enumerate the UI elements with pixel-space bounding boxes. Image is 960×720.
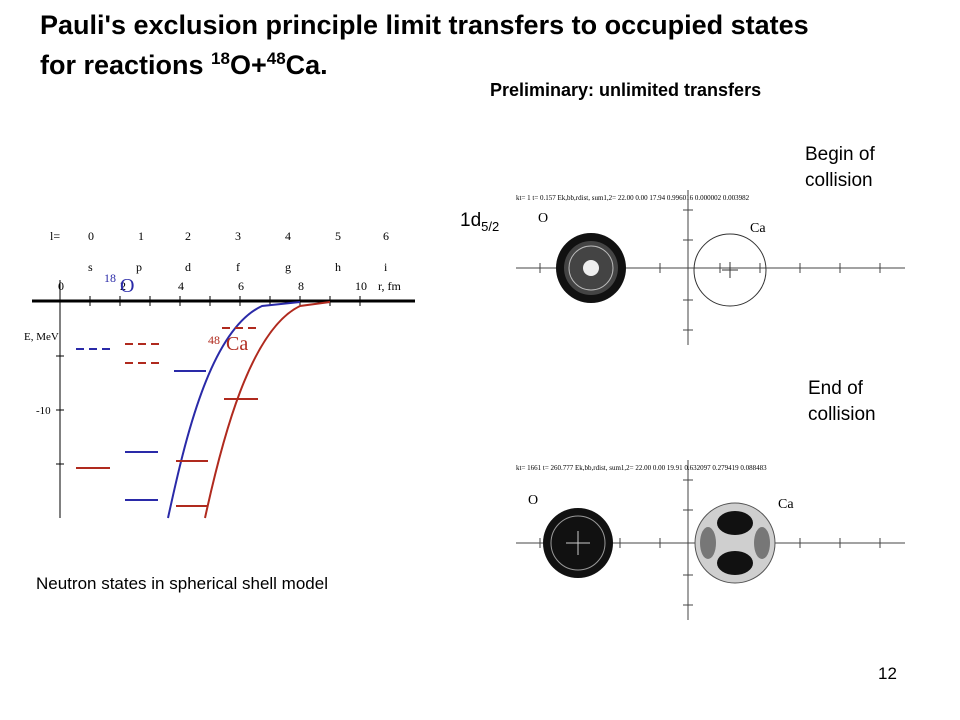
page-title: Pauli's exclusion principle limit transf… xyxy=(40,8,940,82)
e-axis-label: E, MeV xyxy=(24,331,59,343)
title-ca-mass: 48 xyxy=(266,49,286,68)
end-calcium-density xyxy=(695,503,775,583)
end-calcium-lobe-bottom xyxy=(717,551,753,575)
begin-oxygen-core xyxy=(583,260,599,276)
r-tick: 4 xyxy=(178,279,184,293)
l-letter: s xyxy=(88,260,93,274)
begin-label-o: O xyxy=(538,211,548,226)
l-value: 4 xyxy=(285,229,291,243)
title-prefix: for reactions xyxy=(40,50,212,80)
end-calcium-lobe-right xyxy=(754,527,770,559)
end-calcium-outline xyxy=(694,502,776,584)
begin-note-line1: Begin of xyxy=(805,144,875,165)
l-values: 0 1 2 3 4 5 6 xyxy=(88,229,389,243)
ca-mass-label: 48 xyxy=(208,333,220,347)
begin-collision-panel: kt= 1 t= 0.157 Ek,bb,rdist, sum1,2= 22.0… xyxy=(516,190,905,345)
e-axis-tickmarks xyxy=(56,355,64,465)
title-line-1: Pauli's exclusion principle limit transf… xyxy=(40,10,809,40)
r-tick: 0 xyxy=(58,279,64,293)
l-letter: g xyxy=(285,260,291,274)
begin-note-line2: collision xyxy=(805,170,873,191)
end-calcium-lobe-left xyxy=(700,527,716,559)
begin-oxygen-ring xyxy=(568,245,614,291)
title-line-2: for reactions 18O+48Ca. xyxy=(40,42,940,82)
end-label-o: O xyxy=(528,493,538,508)
l-value: 5 xyxy=(335,229,341,243)
oxygen-potential-curve xyxy=(167,301,301,519)
ca-symbol-label: Ca xyxy=(226,333,248,355)
o-symbol-label: O xyxy=(120,275,134,297)
l-letters: s p d f g h i xyxy=(88,260,388,274)
state-label: 1d5/2 xyxy=(460,210,499,234)
diagram-caption: Neutron states in spherical shell model xyxy=(36,574,328,593)
state-label-main: 1d xyxy=(460,210,482,231)
l-letter: f xyxy=(236,260,240,274)
end-calcium-lobe-top xyxy=(717,511,753,535)
l-value: 1 xyxy=(138,229,144,243)
state-label-sub: 5/2 xyxy=(481,218,500,234)
calcium-levels xyxy=(76,327,258,507)
l-letter: i xyxy=(384,260,388,274)
begin-calcium-circle xyxy=(693,233,767,307)
subtitle: Preliminary: unlimited transfers xyxy=(490,80,762,100)
title-ca-symbol: Ca. xyxy=(285,50,328,80)
l-value: 3 xyxy=(235,229,241,243)
r-tick: 6 xyxy=(238,279,244,293)
o-mass-label: 18 xyxy=(104,271,116,285)
title-o-symbol: O+ xyxy=(229,50,267,80)
r-tick: 2 xyxy=(120,279,126,293)
l-letter: d xyxy=(185,260,191,274)
end-collision-panel: kt= 1661 t= 260.777 Ek,bb,rdist, sum1,2=… xyxy=(516,460,905,620)
r-axis-ticks: 0 2 4 6 8 10 xyxy=(58,279,367,293)
end-note-line2: collision xyxy=(808,404,876,425)
title-o-mass: 18 xyxy=(211,49,230,68)
l-letter: h xyxy=(335,260,341,274)
oxygen-levels xyxy=(76,348,206,501)
calcium-potential-curve xyxy=(204,301,331,519)
l-value: 2 xyxy=(185,229,191,243)
end-label-ca: Ca xyxy=(778,497,794,512)
e-tick: -10 xyxy=(36,405,51,417)
end-oxygen-ring xyxy=(550,515,606,571)
l-value: 6 xyxy=(383,229,389,243)
r-unit: r, fm xyxy=(378,279,402,293)
end-note: End of collision xyxy=(808,376,876,428)
end-note-line1: End of xyxy=(808,378,863,399)
r-tick: 10 xyxy=(355,279,367,293)
l-letter: p xyxy=(136,260,142,274)
end-panel-header: kt= 1661 t= 260.777 Ek,bb,rdist, sum1,2=… xyxy=(516,464,767,472)
page-number: 12 xyxy=(878,664,897,683)
l-label: l= xyxy=(50,229,60,243)
begin-note: Begin of collision xyxy=(805,142,875,194)
begin-panel-header: kt= 1 t= 0.157 Ek,bb,rdist, sum1,2= 22.0… xyxy=(516,194,750,202)
r-tick: 8 xyxy=(298,279,304,293)
l-value: 0 xyxy=(88,229,94,243)
begin-label-ca: Ca xyxy=(750,221,766,236)
